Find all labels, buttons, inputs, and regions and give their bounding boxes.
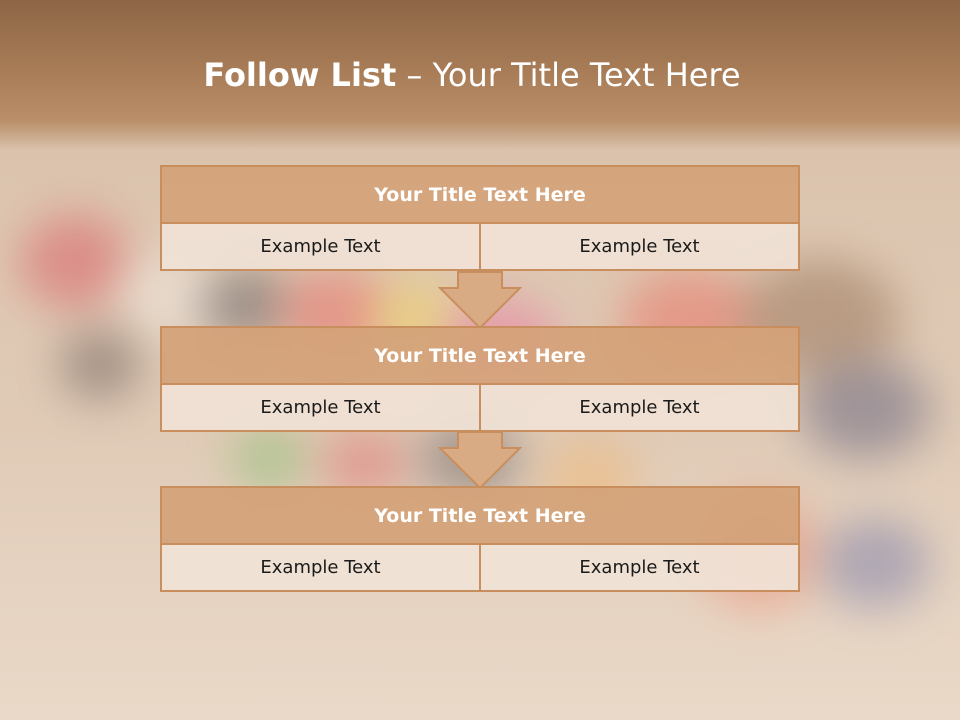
card-title: Your Title Text Here bbox=[162, 328, 798, 385]
list-card-1: Your Title Text Here Example Text Exampl… bbox=[160, 165, 800, 271]
card-row: Example Text Example Text bbox=[162, 385, 798, 430]
slide-title-bold: Follow List bbox=[203, 56, 397, 94]
list-card-3: Your Title Text Here Example Text Exampl… bbox=[160, 486, 800, 592]
slide-title-rest: – Your Title Text Here bbox=[396, 56, 741, 94]
card-title: Your Title Text Here bbox=[162, 167, 798, 224]
card-cell-right: Example Text bbox=[479, 224, 798, 269]
title-band bbox=[0, 0, 960, 150]
card-cell-left: Example Text bbox=[162, 545, 479, 590]
slide-title: Follow List – Your Title Text Here bbox=[0, 56, 944, 94]
down-arrow-icon bbox=[438, 271, 522, 330]
card-cell-left: Example Text bbox=[162, 224, 479, 269]
down-arrow-icon bbox=[438, 431, 522, 490]
card-title: Your Title Text Here bbox=[162, 488, 798, 545]
card-row: Example Text Example Text bbox=[162, 545, 798, 590]
list-card-2: Your Title Text Here Example Text Exampl… bbox=[160, 326, 800, 432]
card-cell-right: Example Text bbox=[479, 545, 798, 590]
card-cell-left: Example Text bbox=[162, 385, 479, 430]
card-row: Example Text Example Text bbox=[162, 224, 798, 269]
card-cell-right: Example Text bbox=[479, 385, 798, 430]
